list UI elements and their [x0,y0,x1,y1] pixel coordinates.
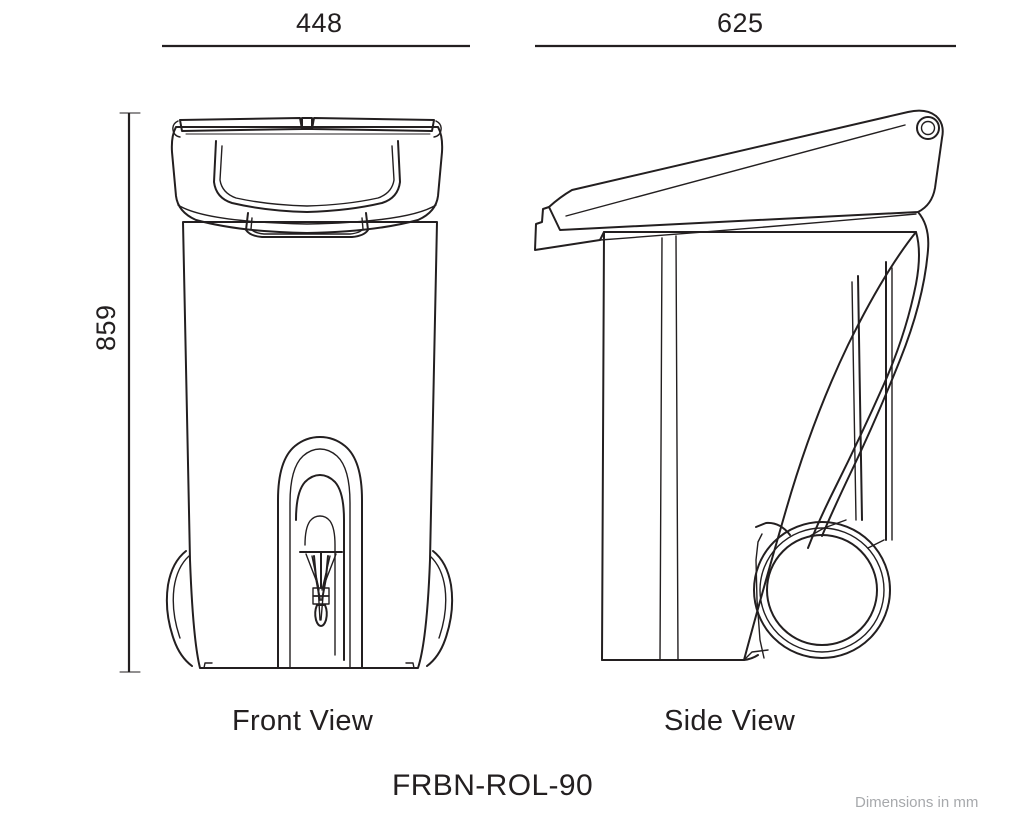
hinge-hole-inner [920,120,936,136]
wheel-side-mid [759,527,885,653]
hinge-hole-outer [916,116,940,140]
dimension-label-height: 859 [91,304,121,351]
dimension-line-height [119,112,141,673]
side-view-drawing [534,109,944,661]
wheel-left-front [165,550,193,667]
front-view-drawing [165,117,454,669]
wheel-right-front [426,550,454,667]
wheel-side-inner [766,534,878,646]
wheel-side-outer [753,521,891,659]
dimension-label-front-width: 448 [296,8,343,38]
dimension-label-side-width: 625 [717,8,764,38]
caption-front-view: Front View [232,705,374,737]
model-code-label: FRBN-ROL-90 [392,769,594,802]
units-note: Dimensions in mm [855,794,979,811]
caption-side-view: Side View [664,705,796,737]
